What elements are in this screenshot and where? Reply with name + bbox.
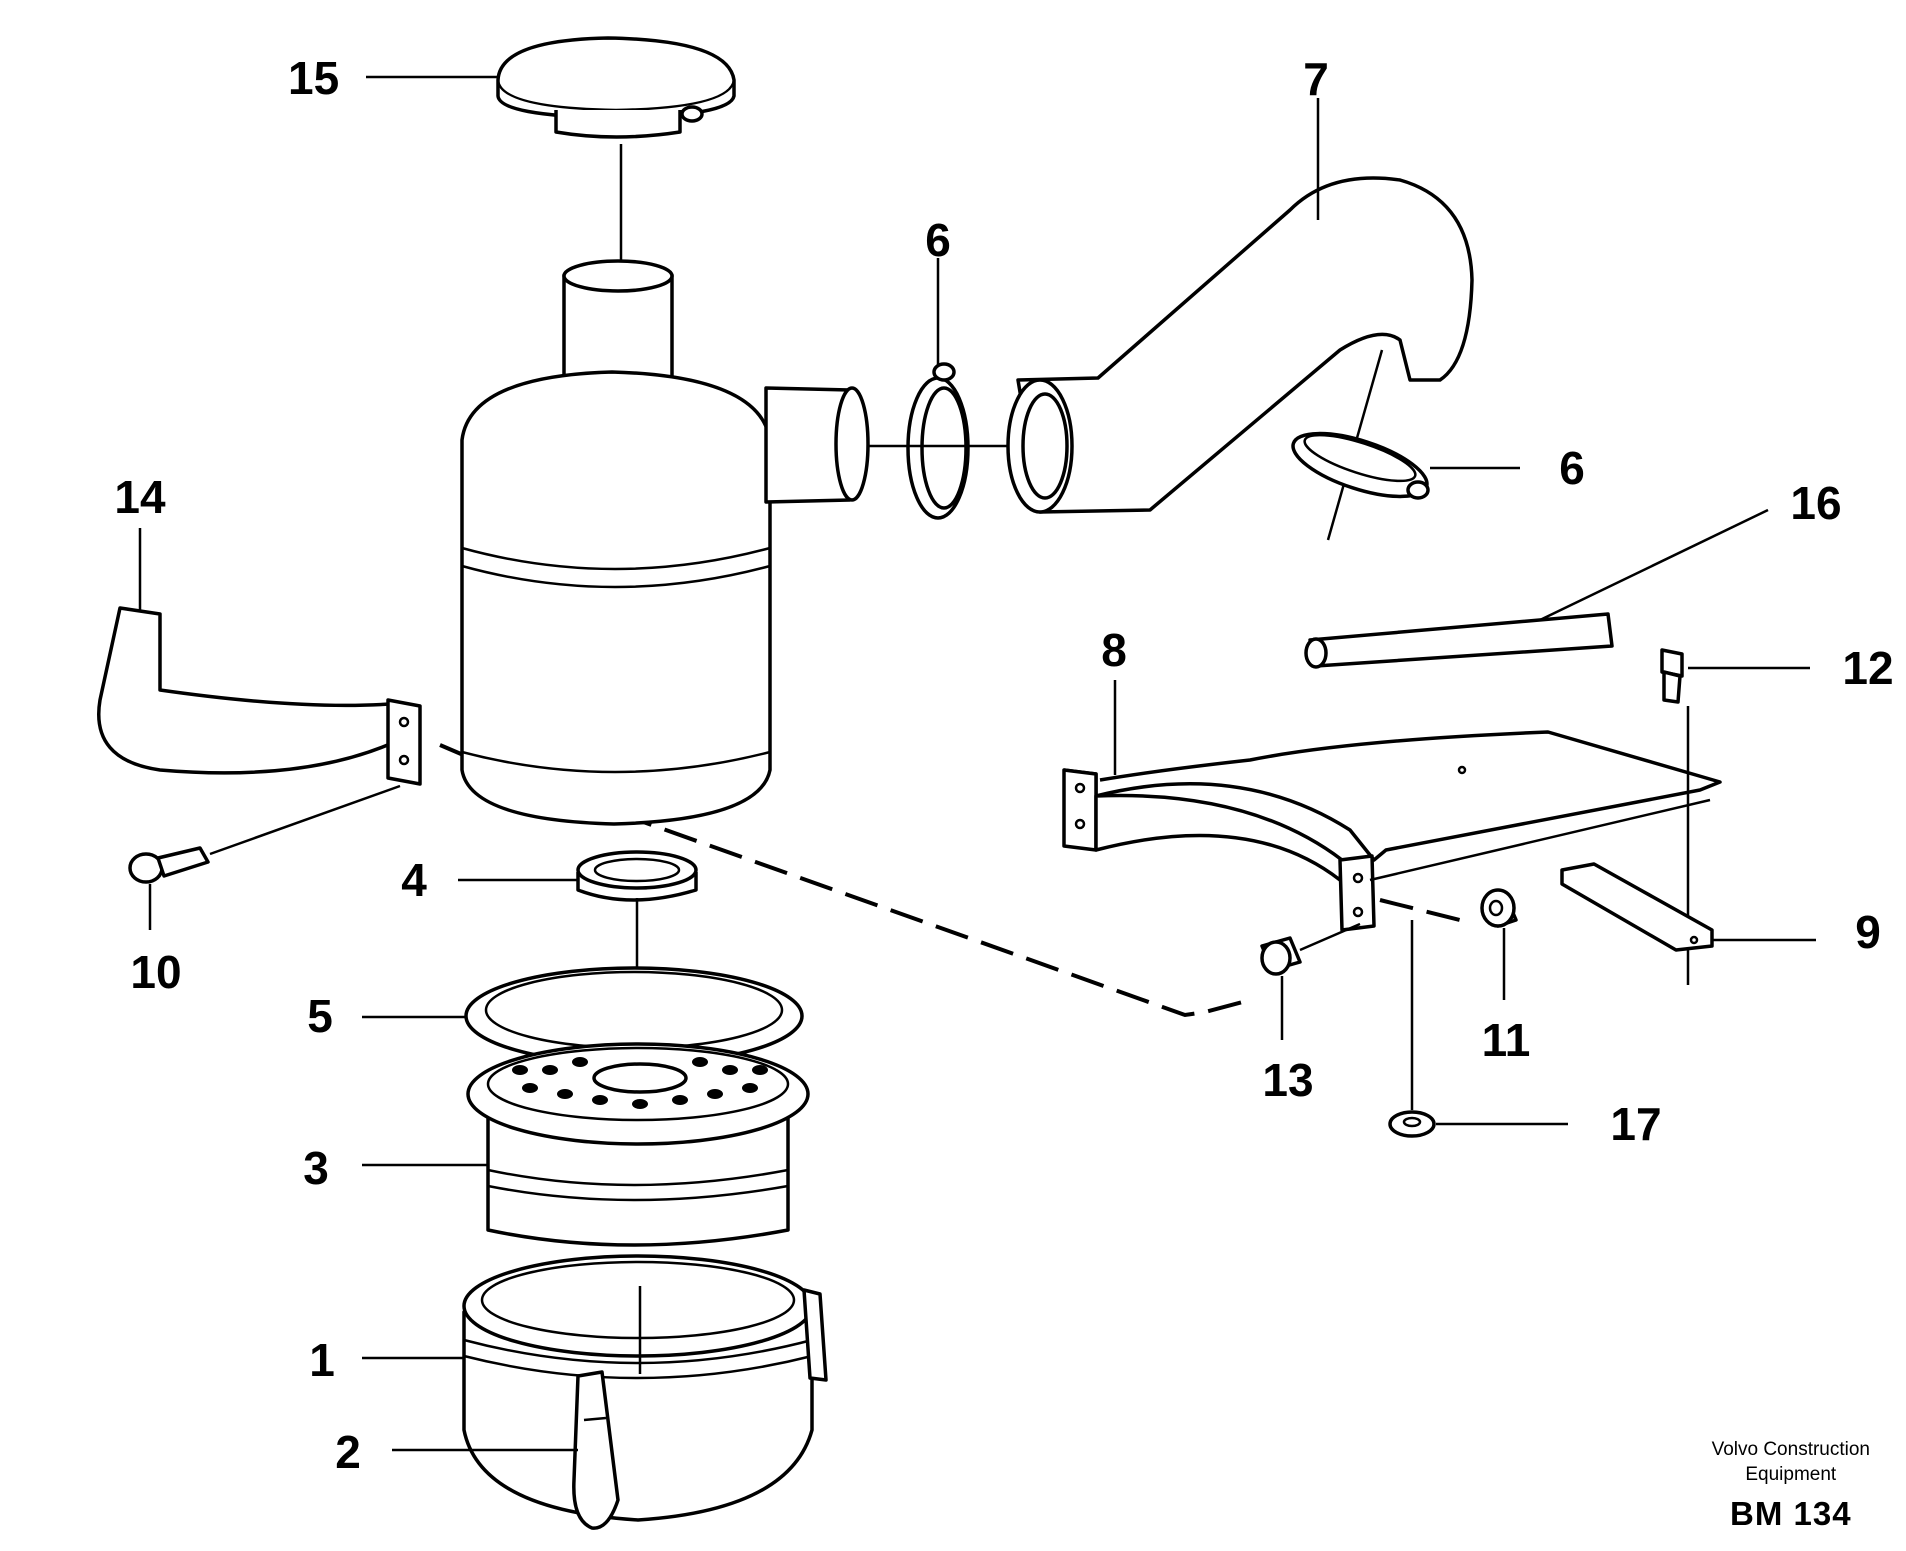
leader-line — [209, 784, 401, 856]
callout-5: 5 — [307, 990, 333, 1042]
part-9-plate — [1560, 862, 1714, 952]
callout-9: 9 — [1855, 906, 1881, 958]
callout-8: 8 — [1101, 624, 1127, 676]
part-2-clip — [572, 1370, 620, 1530]
part-11-spacer — [1480, 888, 1518, 928]
part-12-bolt — [1660, 648, 1684, 704]
callout-2: 2 — [335, 1426, 361, 1478]
publisher-credit: Volvo Construction Equipment BM 134 — [1712, 1437, 1870, 1533]
callout-1: 1 — [309, 1334, 335, 1386]
part-10-bolt — [128, 846, 210, 884]
callout-15: 15 — [288, 52, 339, 104]
callout-10: 10 — [130, 946, 181, 998]
part-6-hose-clamp-upper — [906, 362, 970, 520]
leader-line — [1299, 922, 1361, 952]
callout-12: 12 — [1842, 642, 1893, 694]
callout-17: 17 — [1610, 1098, 1661, 1150]
part-8-bracket — [1062, 730, 1722, 932]
part-3-filter-element — [466, 1042, 810, 1247]
part-14-strap — [97, 606, 422, 786]
callout-16: 16 — [1790, 477, 1841, 529]
part-13-bushing — [1260, 936, 1302, 976]
diagram-code: BM 134 — [1730, 1495, 1852, 1532]
part-7-elbow-hose — [1006, 176, 1474, 514]
part-17-washer — [1388, 1110, 1436, 1138]
callout-13: 13 — [1262, 1054, 1313, 1106]
part-4-seal-ring — [576, 850, 698, 902]
credit-line-1: Volvo Construction — [1711, 1439, 1870, 1460]
callout-3: 3 — [303, 1142, 329, 1194]
part-15-cap — [496, 36, 736, 139]
leader-line — [1539, 508, 1769, 622]
callout-6-upper: 6 — [925, 214, 951, 266]
callout-7: 7 — [1303, 53, 1329, 105]
part-1-bowl — [462, 1254, 828, 1522]
credit-line-2: Equipment — [1745, 1464, 1837, 1485]
callout-14: 14 — [114, 471, 166, 523]
callout-4: 4 — [401, 854, 427, 906]
air-cleaner-housing — [460, 259, 870, 826]
part-16-rubber-strip — [1304, 612, 1614, 669]
callout-11: 11 — [1482, 1014, 1531, 1066]
callout-6-lower: 6 — [1559, 442, 1585, 494]
part-6-hose-clamp-lower — [1291, 431, 1430, 500]
